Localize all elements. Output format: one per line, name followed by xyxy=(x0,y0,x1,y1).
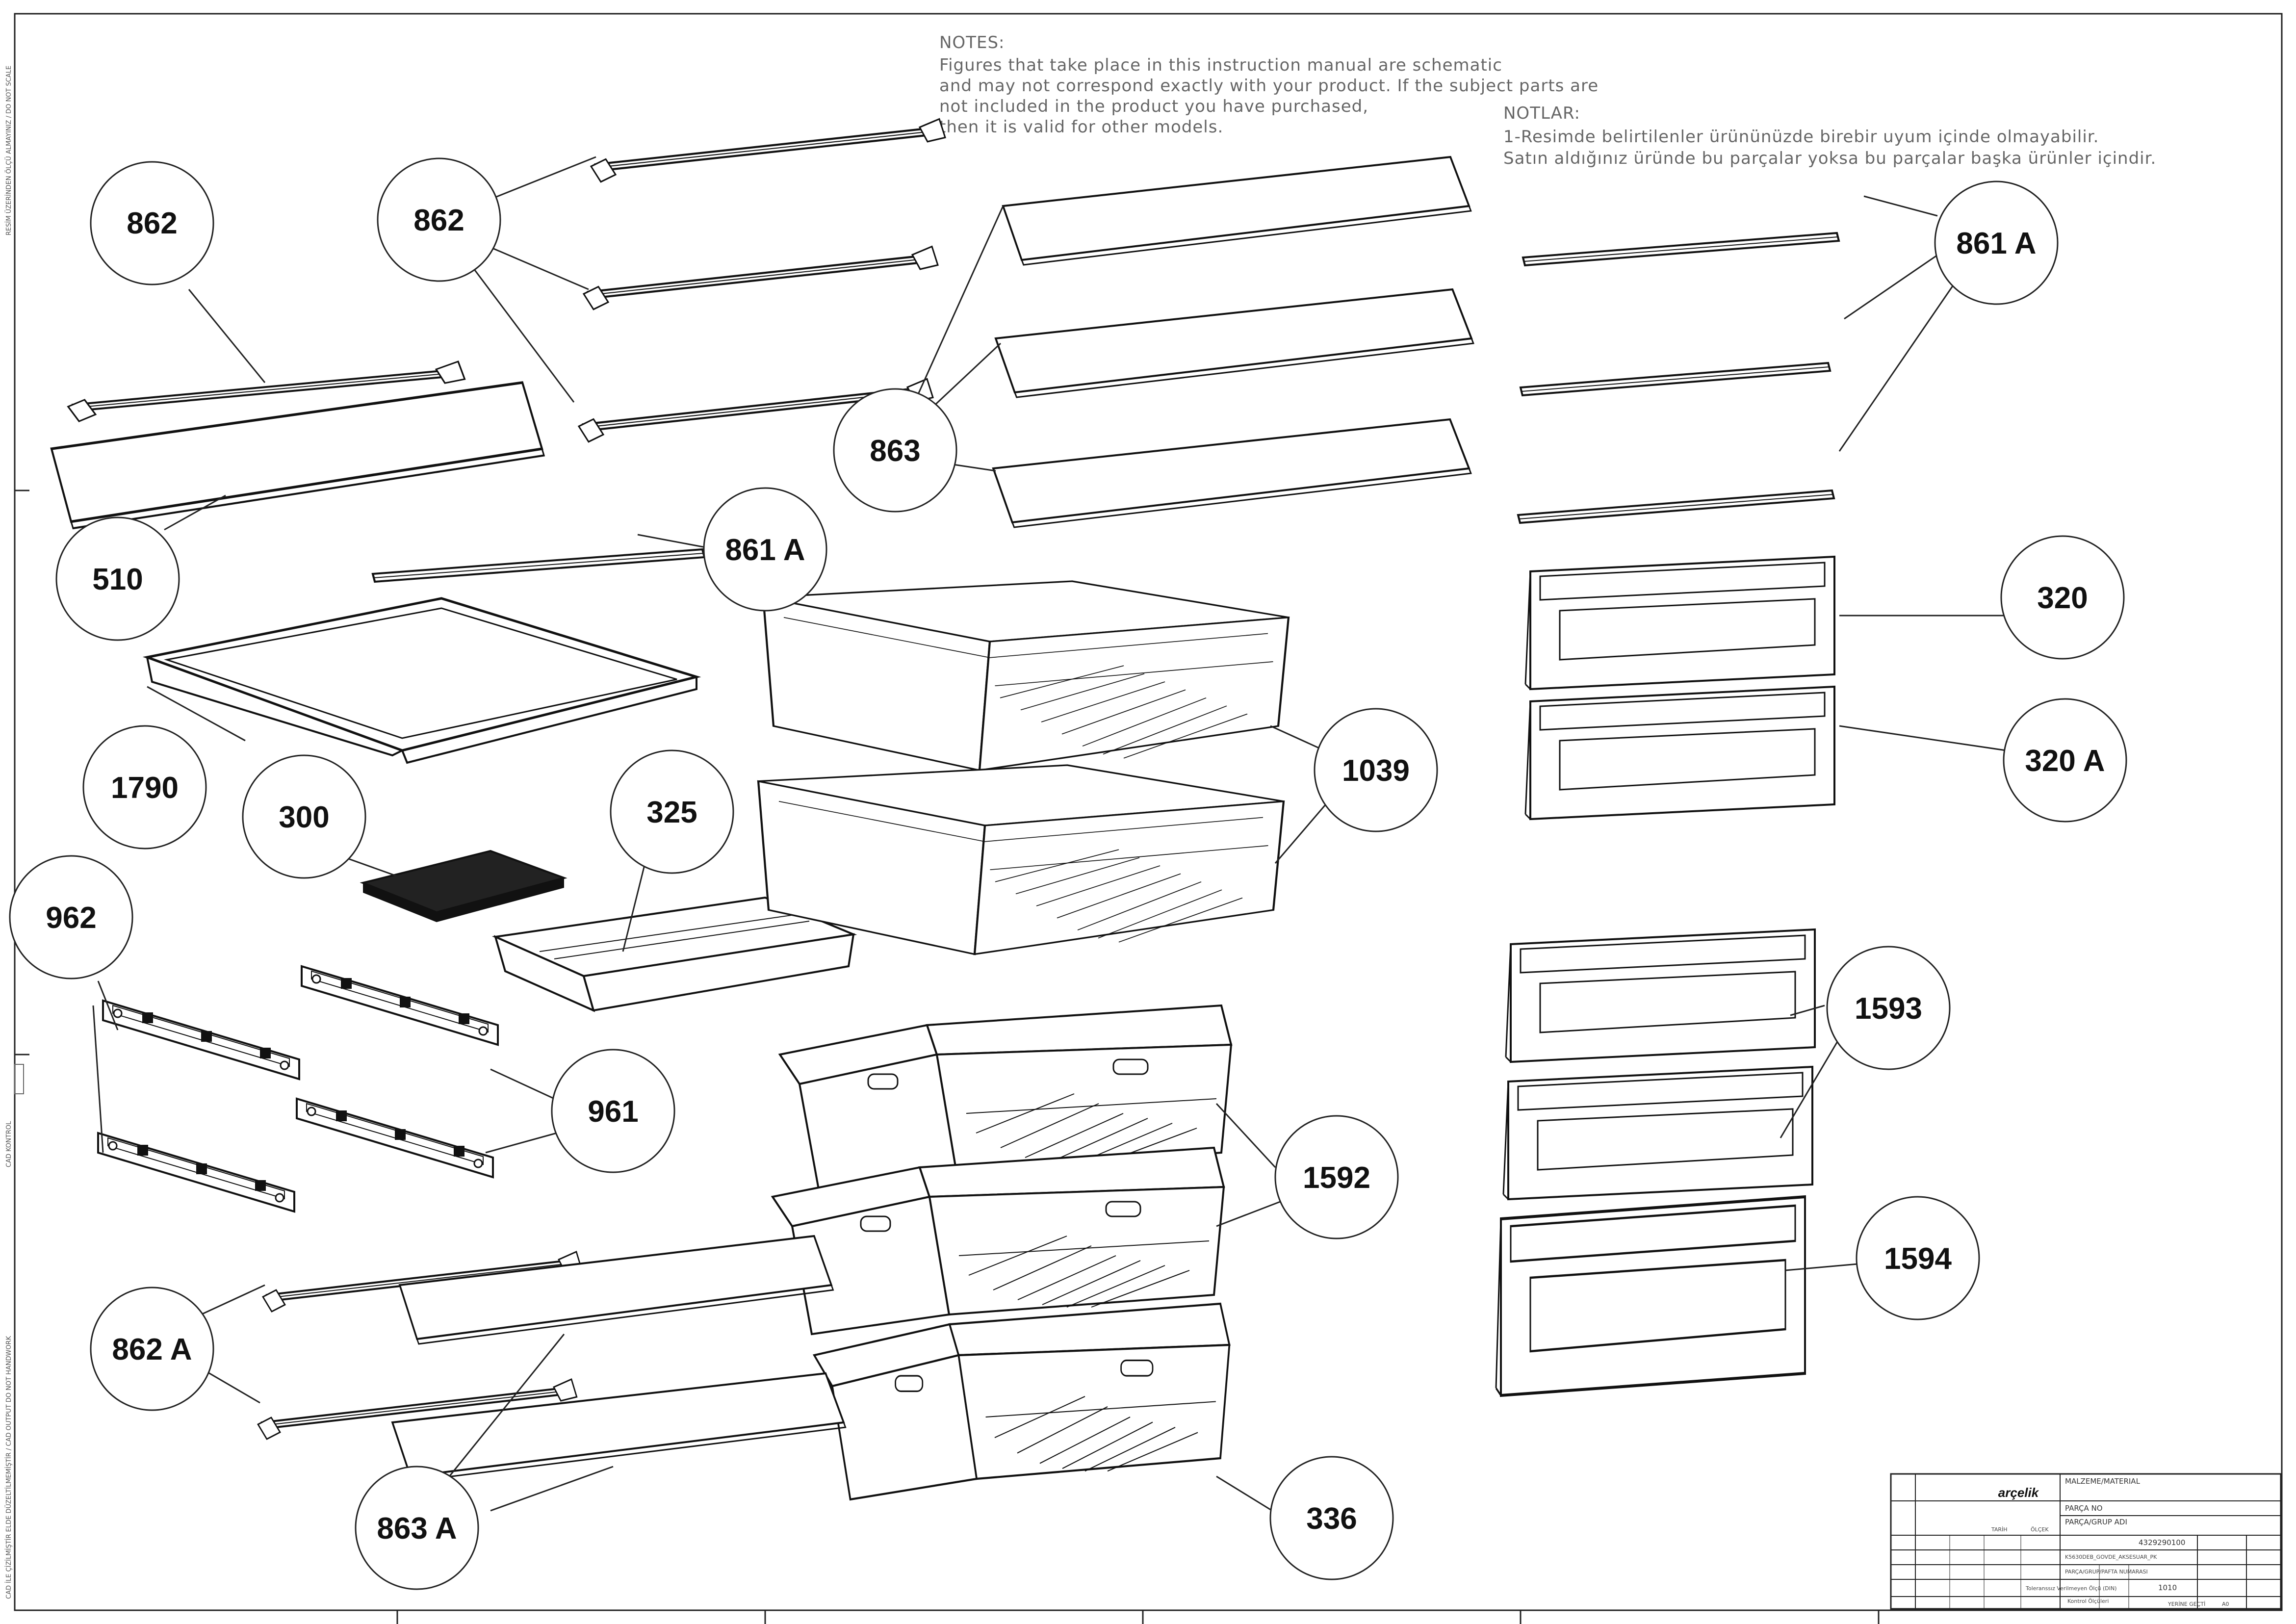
side-label-bottom: CAD İLE ÇİZİLMİŞTİR ELDE DÜZELTİLMEMİŞTİ… xyxy=(4,1336,13,1599)
callout-label: 1039 xyxy=(1342,754,1410,788)
callout-label: 300 xyxy=(279,800,329,834)
shelf-rail-862-2 xyxy=(584,247,938,309)
shelf-rail-862-1 xyxy=(591,119,945,182)
callout-862-mid: 862 xyxy=(377,157,501,282)
notes-en: NOTES: Figures that take place in this i… xyxy=(939,33,1599,137)
callout-label: 861 A xyxy=(1956,227,2036,260)
slide-rail-961-1 xyxy=(301,965,499,1046)
callout-label: 1790 xyxy=(111,771,179,805)
callout-320a: 320 A xyxy=(2003,698,2127,823)
callout-325: 325 xyxy=(610,749,734,874)
callout-label: 320 A xyxy=(2025,744,2105,778)
callout-label: 862 xyxy=(127,206,177,240)
flap-320a xyxy=(1524,686,1835,820)
callout-label: 1594 xyxy=(1884,1242,1952,1276)
part-no-label: PARÇA NO xyxy=(2065,1504,2103,1513)
callout-label: 320 xyxy=(2037,581,2088,615)
callout-label: 325 xyxy=(646,796,697,829)
side-label-top: RESİM ÜZERİNDEN ÖLÇÜ ALMAYINIZ / DO NOT … xyxy=(4,66,13,235)
flap-1593-top xyxy=(1505,928,1816,1063)
callout-961: 961 xyxy=(551,1049,675,1173)
callout-962: 962 xyxy=(9,855,133,980)
scale-label: ÖLÇEK xyxy=(2031,1526,2049,1533)
part-name-value: K5630DEB_GOVDE_AKSESUAR_PK xyxy=(2065,1554,2157,1560)
framed-shelf-1790 xyxy=(142,597,701,764)
notes-line-4: then it is valid for other models. xyxy=(939,117,1223,137)
crisper-drawer-1039-bottom xyxy=(758,765,1284,954)
callout-862a-low: 862 A xyxy=(90,1287,214,1411)
slide-rail-961-2 xyxy=(296,1098,494,1178)
callout-label: 336 xyxy=(1306,1502,1357,1536)
freezer-basket-336 xyxy=(814,1304,1229,1499)
flap-1594 xyxy=(1496,1197,1805,1395)
slide-rail-962-1 xyxy=(102,1000,300,1080)
callout-label: 862 A xyxy=(112,1333,192,1366)
callout-510: 510 xyxy=(55,516,180,641)
callout-861a-top: 861 A xyxy=(1934,180,2059,305)
callout-861a-mid: 861 A xyxy=(703,487,827,612)
sheet-size: A0 xyxy=(2222,1601,2229,1607)
title-block: arçelik MALZEME/MATERIAL PARÇA NO PARÇA/… xyxy=(1890,1473,2282,1610)
material-label: MALZEME/MATERIAL xyxy=(2065,1477,2141,1486)
callout-label: 510 xyxy=(92,563,143,596)
callout-label: 1593 xyxy=(1855,992,1922,1026)
callout-label: 1592 xyxy=(1303,1161,1370,1195)
callout-863a: 863 A xyxy=(355,1466,479,1590)
sheet-label: YERİNE GEÇTİ xyxy=(2167,1601,2205,1607)
notes-line-2: and may not correspond exactly with your… xyxy=(939,76,1599,96)
glass-shelf-863-3 xyxy=(992,418,1472,528)
part-group-label: PARÇA/GRUP ADI xyxy=(2065,1518,2127,1526)
glass-shelf-863a-2 xyxy=(391,1372,847,1482)
notes-line-1: Figures that take place in this instruct… xyxy=(939,55,1502,75)
crisper-drawer-1039-top xyxy=(763,581,1289,770)
callout-label: 861 A xyxy=(725,533,805,567)
brand-logo: arçelik xyxy=(1998,1485,2039,1500)
drawing-no-label: PARÇA/GRUP/PAFTA NUMARASI xyxy=(2065,1569,2148,1575)
flap-1593-bottom xyxy=(1502,1066,1813,1200)
callout-label: 862 xyxy=(413,204,464,237)
control-label: Kontrol Ölçüleri xyxy=(2067,1598,2109,1604)
flap-320 xyxy=(1524,556,1835,690)
drawing-border xyxy=(14,13,2283,1611)
strip-861a-1 xyxy=(1522,232,1840,266)
notes-line-3: not included in the product you have pur… xyxy=(939,97,1368,116)
date-label: TARİH xyxy=(1991,1526,2008,1533)
callout-336: 336 xyxy=(1269,1456,1394,1580)
callout-label: 961 xyxy=(588,1095,638,1129)
notes-title: NOTES: xyxy=(939,33,1005,52)
notes-tr: NOTLAR: 1-Resimde belirtilenler ürününüz… xyxy=(1503,103,2156,168)
callout-1593: 1593 xyxy=(1826,946,1951,1070)
egg-tray-300 xyxy=(360,850,568,922)
side-label-mid: CAD KONTROL xyxy=(5,1121,13,1167)
glass-shelf-863a-1 xyxy=(399,1235,834,1345)
part-no-value: 4329290100 xyxy=(2139,1538,2185,1547)
notlar-line-1: 1-Resimde belirtilenler ürününüzde bireb… xyxy=(1503,127,2099,147)
glass-shelf-863-2 xyxy=(995,288,1474,398)
callout-1790: 1790 xyxy=(82,725,207,850)
notlar-title: NOTLAR: xyxy=(1503,103,1580,123)
callout-label: 863 A xyxy=(377,1512,457,1546)
callout-320: 320 xyxy=(2000,535,2125,660)
slide-rail-962-2 xyxy=(97,1132,295,1212)
tolerance-label: Toleranssız Verilmeyen Ölçü (DIN) xyxy=(2025,1585,2117,1592)
callout-label: 863 xyxy=(870,434,920,468)
callout-863: 863 xyxy=(833,388,957,513)
callout-862-left: 862 xyxy=(90,161,214,285)
callout-300: 300 xyxy=(242,754,366,879)
callout-1594: 1594 xyxy=(1856,1196,1980,1320)
leader-lines xyxy=(92,156,2007,1517)
tray-325 xyxy=(491,896,857,1012)
glass-shelf-863-1 xyxy=(1002,156,1472,266)
notlar-line-2: Satın aldığınız üründe bu parçalar yoksa… xyxy=(1503,149,2156,168)
strip-861a-2 xyxy=(1520,362,1832,396)
cad-control-box xyxy=(14,1064,24,1094)
strip-861a-3 xyxy=(1517,490,1835,524)
strip-861a-mid xyxy=(373,549,704,582)
drawing-no-value: 1010 xyxy=(2158,1583,2177,1592)
callout-label: 962 xyxy=(46,901,96,935)
callout-1039: 1039 xyxy=(1314,708,1438,832)
callout-1592: 1592 xyxy=(1274,1115,1399,1239)
